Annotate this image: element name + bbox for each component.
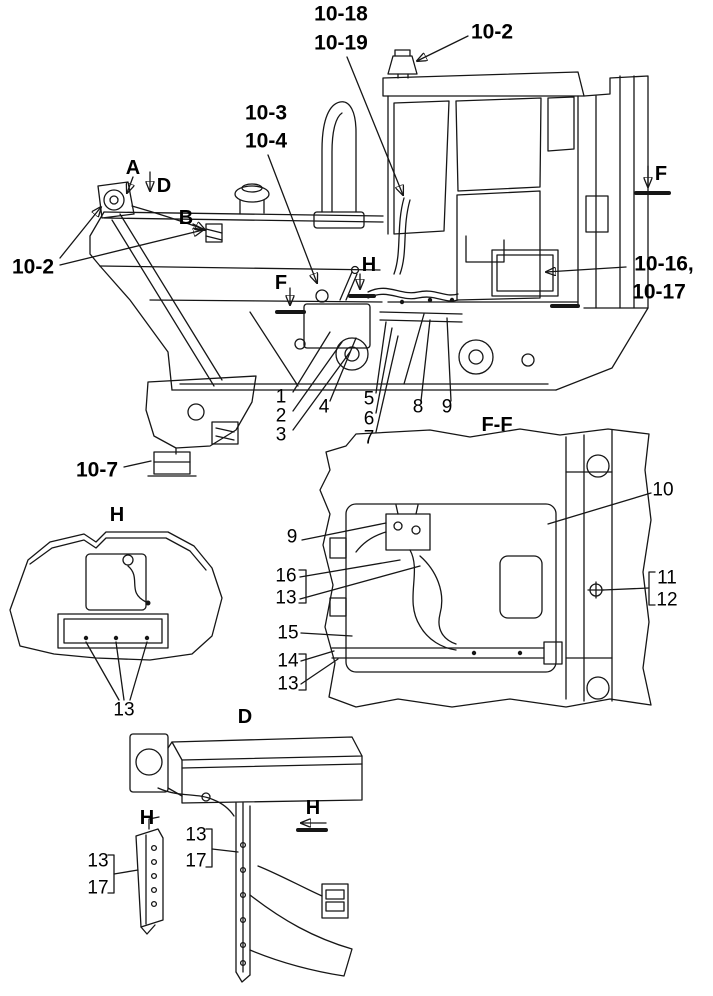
- ff-callout-15: 15: [277, 622, 299, 644]
- callout-10-2-top: 10-2: [470, 20, 514, 44]
- callout-10-3: 10-3: [244, 101, 288, 125]
- main-side-view: [89, 49, 649, 477]
- ff-callout-10: 10: [652, 479, 674, 501]
- view-title-h-small: H: [139, 807, 155, 829]
- ff-callout-11: 11: [657, 567, 677, 589]
- valve-block: [385, 513, 431, 551]
- ff-callout-14: 14: [277, 650, 299, 672]
- h-callout-13: 13: [113, 699, 135, 721]
- ff-callout-12: 12: [656, 589, 678, 611]
- callout-2: 2: [275, 405, 287, 427]
- callout-7: 7: [363, 427, 375, 449]
- callout-10-2-left: 10-2: [11, 255, 55, 279]
- head-lamp-icon: [129, 733, 169, 793]
- callout-8: 8: [412, 396, 424, 418]
- section-f-f-view: [319, 428, 652, 708]
- callout-9: 9: [441, 396, 453, 418]
- view-b-arrow-icon: [192, 224, 205, 230]
- callout-10-16: 10-16,: [634, 252, 694, 276]
- callout-10-18: 10-18: [314, 2, 368, 26]
- d-view-label-h: H: [305, 797, 321, 819]
- part-10-7: [153, 451, 191, 475]
- view-h: [9, 531, 223, 661]
- hs-callout-13: 13: [87, 850, 109, 872]
- view-title-d: D: [237, 706, 253, 728]
- view-a-arrow-icon: [127, 176, 133, 193]
- ff-callout-13a: 13: [275, 587, 297, 609]
- view-label-b: B: [178, 207, 194, 229]
- callout-10-4: 10-4: [244, 129, 288, 153]
- section-marks: [127, 165, 671, 832]
- d-callout-13: 13: [185, 824, 207, 846]
- view-label-a: A: [125, 157, 141, 179]
- ff-callout-9: 9: [286, 526, 298, 548]
- view-label-d: D: [156, 175, 172, 197]
- hs-callout-17: 17: [87, 877, 109, 899]
- callout-10-19: 10-19: [314, 31, 368, 55]
- callout-10-7: 10-7: [75, 458, 119, 482]
- view-title-h: H: [109, 504, 125, 526]
- ff-callout-13b: 13: [277, 673, 299, 695]
- view-d: [129, 733, 363, 983]
- callout-1: 1: [275, 386, 287, 408]
- callout-6: 6: [363, 408, 375, 430]
- leader-lines: [59, 35, 656, 894]
- console-box: [491, 249, 559, 297]
- view-h-small: [135, 816, 164, 935]
- ff-callout-16: 16: [275, 565, 297, 587]
- callout-3: 3: [275, 424, 287, 446]
- section-label-f-right: F: [654, 163, 668, 185]
- view-label-h-mid: H: [361, 254, 377, 276]
- section-label-f-mid: F: [274, 272, 288, 294]
- callout-10-17: 10-17: [632, 280, 686, 304]
- callout-4: 4: [318, 396, 330, 418]
- callout-5: 5: [363, 388, 375, 410]
- d-callout-17: 17: [185, 850, 207, 872]
- exhaust-stack: [321, 101, 357, 213]
- beacon-lamp-icon: [387, 55, 418, 75]
- section-title-f-f: F-F: [481, 414, 513, 436]
